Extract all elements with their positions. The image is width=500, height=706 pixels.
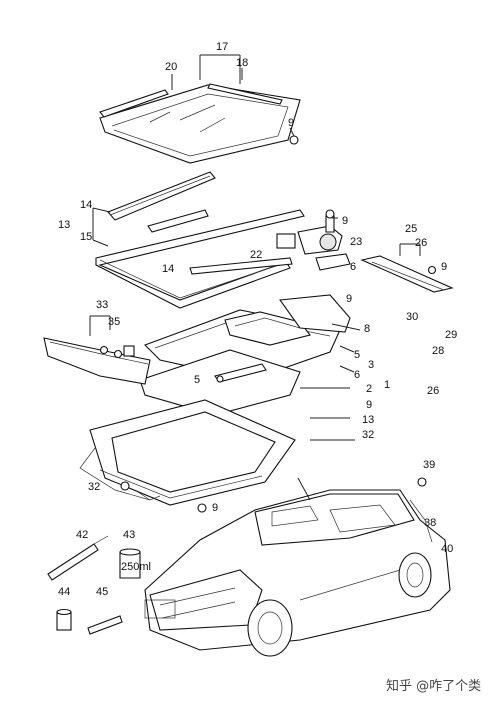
label-20: 20 — [165, 61, 177, 73]
label-6b: 6 — [354, 369, 360, 381]
label-9c: 9 — [441, 261, 447, 273]
label-40: 40 — [441, 543, 453, 555]
trim-strip-20 — [99, 89, 169, 118]
label-5b: 5 — [354, 349, 360, 361]
label-26b: 26 — [427, 385, 439, 397]
car-illustration — [144, 477, 451, 657]
label-32b: 32 — [88, 481, 100, 493]
label-9a: 9 — [288, 117, 294, 129]
label-2: 2 — [366, 383, 372, 395]
label-29: 29 — [445, 329, 457, 341]
label-14a: 14 — [80, 199, 92, 211]
label-6a: 6 — [350, 261, 356, 273]
callout-labels: 17 18 20 9 14 13 15 14 9 23 22 6 25 26 9… — [58, 41, 457, 598]
deflector-group — [43, 315, 151, 385]
label-33: 33 — [96, 299, 108, 311]
glass-panel-group — [99, 54, 301, 164]
label-5a: 5 — [194, 374, 200, 386]
label-32a: 32 — [362, 429, 374, 441]
watermark-text: 知乎 @咋了个类 — [386, 678, 481, 694]
can-volume-text: 250ml — [121, 561, 151, 573]
consumables-group: 250ml — [47, 535, 151, 635]
frame-group — [139, 294, 361, 416]
label-9e: 9 — [366, 399, 372, 411]
label-45: 45 — [96, 586, 108, 598]
label-39: 39 — [423, 459, 435, 471]
bracket-25-group — [360, 243, 454, 293]
label-13b: 13 — [362, 414, 374, 426]
label-30: 30 — [406, 311, 418, 323]
label-18: 18 — [236, 57, 248, 69]
motor-group — [276, 209, 351, 271]
label-44: 44 — [58, 586, 70, 598]
label-17: 17 — [216, 41, 228, 53]
label-23: 23 — [350, 236, 362, 248]
label-43: 43 — [123, 529, 135, 541]
trim-strip-18 — [207, 83, 283, 105]
label-35: 35 — [108, 316, 120, 328]
label-25: 25 — [405, 223, 417, 235]
label-22: 22 — [250, 249, 262, 261]
screw-9a — [289, 135, 299, 145]
label-3: 3 — [368, 359, 374, 371]
label-14b: 14 — [162, 263, 174, 275]
label-42: 42 — [76, 529, 88, 541]
label-9f: 9 — [212, 502, 218, 514]
label-1: 1 — [384, 379, 390, 391]
label-15: 15 — [80, 231, 92, 243]
label-8: 8 — [364, 323, 370, 335]
label-28: 28 — [432, 345, 444, 357]
roof-frame-group — [79, 399, 355, 513]
label-26a: 26 — [415, 237, 427, 249]
label-38: 38 — [424, 517, 436, 529]
label-9b: 9 — [342, 215, 348, 227]
screw-9f — [197, 503, 207, 513]
seal-group — [92, 171, 305, 309]
label-13: 13 — [58, 219, 70, 231]
label-9d: 9 — [346, 293, 352, 305]
